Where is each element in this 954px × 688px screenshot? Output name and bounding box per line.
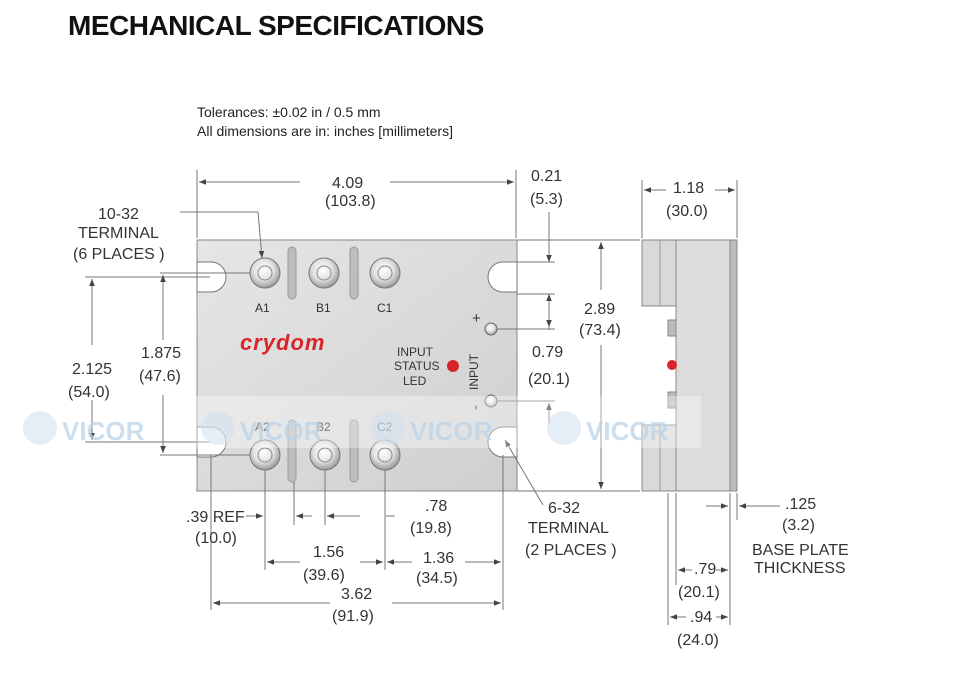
watermark-text-1: VICOR	[62, 416, 145, 446]
input-status-led	[447, 360, 459, 372]
page-title: MECHANICAL SPECIFICATIONS	[68, 10, 484, 41]
dim-hole-offset-in: 0.21	[531, 168, 562, 185]
callout-base-plate-line1: BASE PLATE	[752, 542, 849, 559]
terminal-label-b1: B1	[316, 301, 331, 315]
input-plus-sign: +	[472, 310, 481, 327]
dimension-notes: Tolerances: ±0.02 in / 0.5 mm All dimens…	[197, 103, 453, 141]
terminal-screw-c2	[369, 439, 401, 471]
watermark-logo-3: VICOR	[371, 411, 493, 446]
dim-ref-in: .39 REF	[186, 509, 245, 526]
input-minus-sign: -	[467, 405, 484, 410]
dim-side-79-in: .79	[694, 561, 716, 578]
dim-side-79-mm: (20.1)	[678, 584, 720, 601]
terminal-label-c1: C1	[377, 301, 393, 315]
terminal-label-a2: A2	[255, 420, 270, 434]
callout-terminal-6-32-line2: TERMINAL	[528, 520, 609, 537]
units-note: All dimensions are in: inches [millimete…	[197, 123, 453, 139]
terminal-screw-c1	[369, 257, 401, 289]
led-label-line2: STATUS	[394, 359, 440, 373]
dim-depth-mm: (30.0)	[666, 203, 708, 220]
relay-side-view	[641, 239, 738, 492]
input-label: INPUT	[467, 353, 481, 390]
dim-mount-horizontal-mm: (91.9)	[332, 608, 374, 625]
dim-terminal-vertical-in: 1.875	[141, 345, 181, 362]
dim-ref-mm: (10.0)	[195, 530, 237, 547]
dim-c-to-hole-in: 1.36	[423, 550, 454, 567]
dim-mount-horizontal-in: 3.62	[341, 586, 372, 603]
callout-base-plate-line2: THICKNESS	[754, 560, 846, 577]
led-label-line3: LED	[403, 374, 427, 388]
callout-terminal-10-32-line1: 10-32	[98, 206, 139, 223]
crydom-logo: crydom	[240, 330, 325, 355]
watermark-text-2: VICOR	[240, 416, 323, 446]
dim-input-pitch-in: 0.79	[532, 344, 563, 361]
dim-a-to-c-in: 1.56	[313, 544, 344, 561]
dim-mount-vertical-mm: (54.0)	[68, 384, 110, 401]
tolerance-note: Tolerances: ±0.02 in / 0.5 mm	[197, 104, 381, 120]
dim-height-in: 2.89	[584, 301, 615, 318]
dim-plate-thickness-in: .125	[785, 496, 816, 513]
callout-terminal-10-32-line3: (6 PLACES )	[73, 246, 165, 263]
terminal-label-b2: B2	[316, 420, 331, 434]
watermark-text-3: VICOR	[410, 416, 493, 446]
dim-input-pitch-mm: (20.1)	[528, 371, 570, 388]
dim-width-mm: (103.8)	[325, 193, 376, 210]
watermark-text-4: VICOR	[586, 416, 669, 446]
dim-mount-vertical-in: 2.125	[72, 361, 112, 378]
dim-a-to-c-mm: (39.6)	[303, 567, 345, 584]
callout-terminal-10-32-line2: TERMINAL	[78, 225, 159, 242]
dim-side-94-in: .94	[690, 609, 712, 626]
dim-side-94-mm: (24.0)	[677, 632, 719, 649]
dim-plate-thickness-mm: (3.2)	[782, 517, 815, 534]
watermark-logo-2: VICOR	[201, 411, 323, 446]
input-screw-plus	[484, 322, 498, 336]
dim-height-mm: (73.4)	[579, 322, 621, 339]
terminal-screw-b1	[308, 257, 340, 289]
callout-terminal-6-32-line1: 6-32	[548, 500, 580, 517]
led-label-line1: INPUT	[397, 345, 434, 359]
watermark-logo-4: VICOR	[547, 411, 669, 446]
side-led	[667, 360, 677, 370]
dim-c-to-hole-mm: (34.5)	[416, 570, 458, 587]
dim-terminal-vertical-mm: (47.6)	[139, 368, 181, 385]
terminal-label-a1: A1	[255, 301, 270, 315]
callout-terminal-6-32-line3: (2 PLACES )	[525, 542, 617, 559]
watermark-logo-1: VICOR	[23, 411, 145, 446]
dim-width-in: 4.09	[332, 175, 363, 192]
dim-depth-in: 1.18	[673, 180, 704, 197]
watermark-band: VICOR VICOR VICOR VICOR	[23, 396, 701, 448]
terminal-screw-a1	[249, 257, 281, 289]
dim-hole-offset-mm: (5.3)	[530, 191, 563, 208]
dim-b-offset-in: .78	[425, 498, 447, 515]
dimension-lines	[85, 170, 780, 625]
dim-b-offset-mm: (19.8)	[410, 520, 452, 537]
